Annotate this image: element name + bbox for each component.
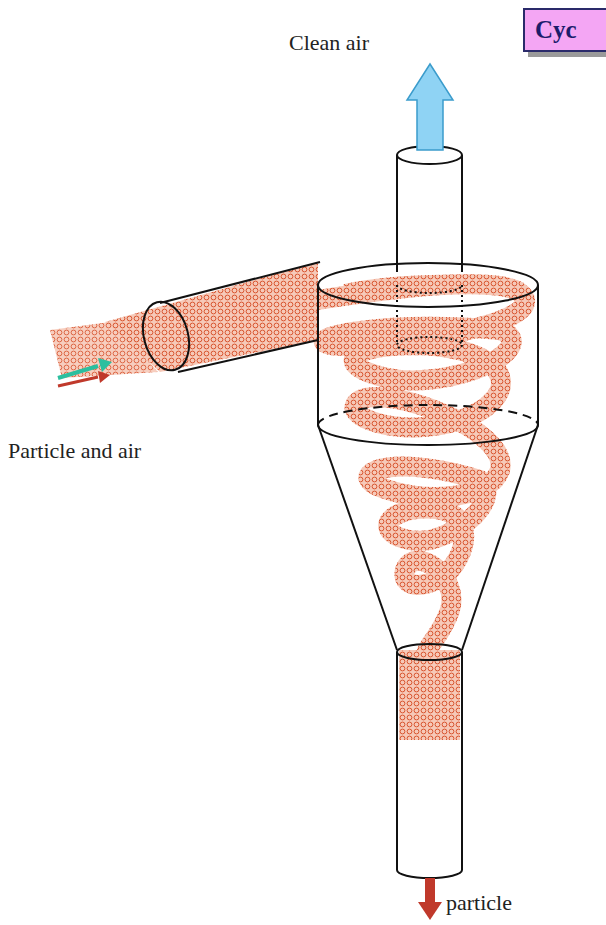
outlet-label: Clean air — [289, 30, 369, 55]
inflow-arrow — [98, 371, 110, 383]
particle-spiral — [318, 284, 525, 660]
inflow-arrow — [58, 366, 98, 378]
outlet-label: particle — [446, 890, 512, 915]
inflow-arrow — [98, 358, 112, 372]
particle-stream — [50, 322, 158, 378]
inflow-arrow — [58, 377, 98, 386]
outflow-arrow — [418, 902, 442, 920]
inlet-label: Particle and air — [8, 438, 141, 463]
outflow-arrow — [425, 878, 435, 904]
title-box: Cyc — [523, 8, 606, 52]
particle-spiral — [345, 283, 520, 292]
cyclone-outline — [136, 146, 538, 878]
outflow-arrow — [407, 64, 453, 150]
particle-outlet — [399, 650, 460, 740]
title-text: Cyc — [535, 16, 577, 44]
